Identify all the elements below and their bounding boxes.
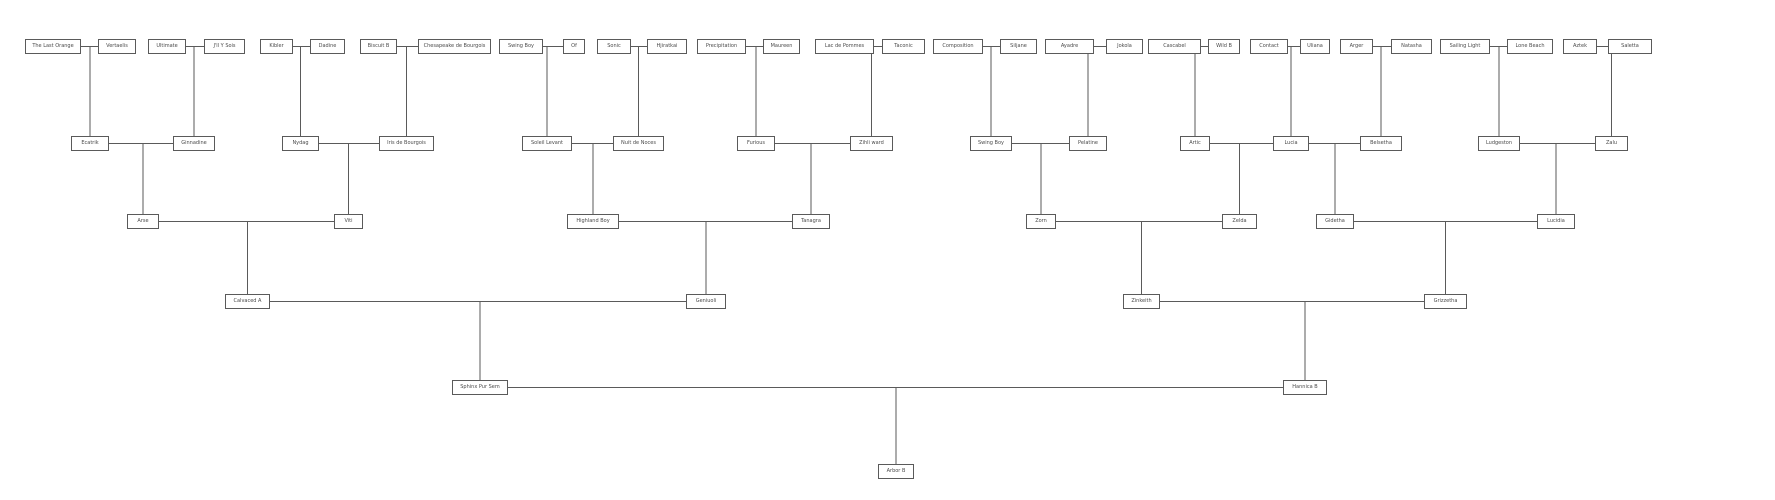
grandparent-box[interactable]: Gidetha — [1316, 214, 1354, 229]
great-grandparent-box[interactable]: Furious — [737, 136, 775, 151]
parent-box[interactable]: Grizzetha — [1424, 294, 1467, 309]
parent-box[interactable]: Calvaced A — [225, 294, 270, 309]
great-great-grandparent-box[interactable]: Precipitation — [697, 39, 746, 54]
great-great-grandparent-box[interactable]: Composition — [933, 39, 983, 54]
great-great-grandparent-box[interactable]: Hjiratkai — [647, 39, 687, 54]
grandparent-box[interactable]: Tanagra — [792, 214, 830, 229]
great-great-grandparent-box[interactable]: Arger — [1340, 39, 1373, 54]
great-great-grandparent-box[interactable]: Uliana — [1300, 39, 1330, 54]
grandparent-box[interactable]: Highland Boy — [567, 214, 619, 229]
grandparent-box[interactable]: Zorn — [1026, 214, 1056, 229]
great-great-grandparent-box[interactable]: Saletta — [1608, 39, 1652, 54]
great-grandparent-box[interactable]: Soleil Levant — [522, 136, 572, 151]
dam-box[interactable]: Hannica B — [1283, 380, 1327, 395]
great-great-grandparent-box[interactable]: Chesapeake de Bourgois — [418, 39, 491, 54]
great-great-grandparent-box[interactable]: Siljane — [1000, 39, 1037, 54]
great-grandparent-box[interactable]: Pelatine — [1069, 136, 1107, 151]
great-great-grandparent-box[interactable]: Ayadre — [1045, 39, 1094, 54]
parent-box[interactable]: Zinkeith — [1123, 294, 1160, 309]
grandparent-box[interactable]: Viti — [334, 214, 363, 229]
great-grandparent-box[interactable]: Lucia — [1273, 136, 1309, 151]
great-grandparent-box[interactable]: Ginnadine — [173, 136, 215, 151]
great-grandparent-box[interactable]: Nydag — [282, 136, 319, 151]
great-grandparent-box[interactable]: Nuit de Noces — [613, 136, 664, 151]
grandparent-box[interactable]: Zelda — [1222, 214, 1257, 229]
great-grandparent-box[interactable]: Belsetha — [1360, 136, 1402, 151]
great-grandparent-box[interactable]: Ludgeston — [1478, 136, 1520, 151]
great-great-grandparent-box[interactable]: Maureen — [763, 39, 800, 54]
great-great-grandparent-box[interactable]: Swing Boy — [499, 39, 543, 54]
subject-box[interactable]: Arbor B — [878, 464, 914, 479]
great-great-grandparent-box[interactable]: Biscuit B — [360, 39, 397, 54]
great-great-grandparent-box[interactable]: Dadine — [310, 39, 345, 54]
great-grandparent-box[interactable]: Ecatrik — [71, 136, 109, 151]
great-great-grandparent-box[interactable]: Aztek — [1563, 39, 1597, 54]
grandparent-box[interactable]: Lucidia — [1537, 214, 1575, 229]
great-grandparent-box[interactable]: Artic — [1180, 136, 1210, 151]
great-grandparent-box[interactable]: Swing Boy — [970, 136, 1012, 151]
great-grandparent-box[interactable]: Zalu — [1595, 136, 1628, 151]
grandparent-box[interactable]: Arse — [127, 214, 159, 229]
great-great-grandparent-box[interactable]: J'll Y Sois — [204, 39, 245, 54]
great-great-grandparent-box[interactable]: Contact — [1250, 39, 1288, 54]
great-great-grandparent-box[interactable]: Lone Beach — [1507, 39, 1553, 54]
great-great-grandparent-box[interactable]: Jokola — [1106, 39, 1143, 54]
great-great-grandparent-box[interactable]: Sonic — [597, 39, 631, 54]
great-great-grandparent-box[interactable]: Of — [563, 39, 585, 54]
great-grandparent-box[interactable]: Zihli ward — [850, 136, 893, 151]
great-great-grandparent-box[interactable]: Vertaelis — [98, 39, 136, 54]
great-great-grandparent-box[interactable]: Lac de Pommes — [815, 39, 874, 54]
great-grandparent-box[interactable]: Iris de Bourgois — [379, 136, 434, 151]
parent-box[interactable]: Geniuoli — [686, 294, 726, 309]
great-great-grandparent-box[interactable]: Ultimate — [148, 39, 186, 54]
great-great-grandparent-box[interactable]: The Last Orange — [25, 39, 81, 54]
sire-box[interactable]: Sphinx Pur Sem — [452, 380, 508, 395]
great-great-grandparent-box[interactable]: Kibler — [260, 39, 293, 54]
great-great-grandparent-box[interactable]: Taconic — [882, 39, 925, 54]
great-great-grandparent-box[interactable]: Natasha — [1391, 39, 1432, 54]
great-great-grandparent-box[interactable]: Wild B — [1208, 39, 1240, 54]
great-great-grandparent-box[interactable]: Sailing Light — [1440, 39, 1490, 54]
great-great-grandparent-box[interactable]: Cascabel — [1148, 39, 1201, 54]
